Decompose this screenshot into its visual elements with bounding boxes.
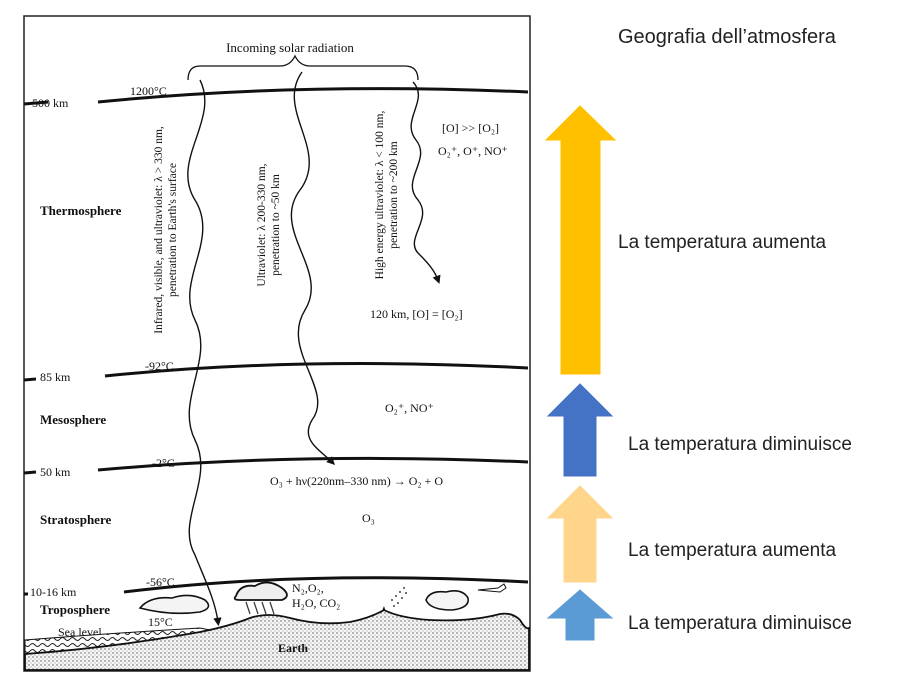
incoming-label: Incoming solar radiation	[226, 40, 354, 55]
caption-thermosphere: La temperatura aumenta	[618, 232, 827, 253]
tropo-gas-label-1: N₂,O₂,	[292, 581, 324, 595]
uv-label-1: Ultraviolet: λ 200-330 nm,	[256, 163, 268, 286]
airplane-icon	[477, 583, 507, 593]
arrow-up-mesosphere	[546, 383, 614, 477]
heuv-label-2: penetration to ~200 km	[388, 141, 400, 249]
heuv-label-1: High energy ultraviolet: λ < 100 nm,	[374, 111, 386, 280]
uv-radiation-path	[290, 71, 335, 465]
o-equal-label: 120 km, [O] = [O₂]	[370, 307, 463, 321]
meso-ions-label: O₂⁺, NO⁺	[385, 401, 434, 415]
layer-mesosphere: Mesosphere	[40, 412, 106, 427]
ir-radiation-path	[187, 79, 222, 627]
volcano-plume-icon	[391, 587, 407, 607]
temperature-arrows	[544, 105, 617, 641]
temp-minus2: -2°C	[152, 456, 175, 470]
page-title: Geografia dell’atmosfera	[618, 26, 836, 48]
ir-label-2: penetration to Earth's surface	[167, 163, 179, 297]
earth-label: Earth	[278, 641, 308, 655]
arrow-up-troposphere	[546, 589, 614, 641]
temp-1200: 1200°C	[130, 84, 167, 98]
uv-label-2: penetration to ~50 km	[270, 174, 282, 276]
layer-stratosphere: Stratosphere	[40, 512, 111, 527]
altitude-85km: 85 km	[40, 370, 71, 384]
layer-troposphere: Troposphere	[40, 602, 110, 617]
cloud-icon	[138, 594, 210, 615]
altitude-10-16km: 10-16 km	[30, 585, 77, 599]
cloud-icon-2	[425, 590, 469, 611]
earth-surface	[24, 608, 530, 671]
boundary-50km	[97, 456, 529, 472]
temp-minus56: -56°C	[146, 575, 175, 589]
ozone-label: O₃	[362, 511, 375, 525]
rain-cloud-icon	[233, 581, 288, 601]
temp-15: 15°C	[148, 615, 173, 629]
ozone-reaction-label: O₃ + hν(220nm–330 nm) → O₂ + O	[270, 474, 443, 488]
arrow-up-stratosphere	[546, 485, 614, 583]
atmosphere-diagram: Incoming solar radiation 500 km 85 km 50…	[23, 15, 531, 672]
caption-stratosphere: La temperatura aumenta	[628, 540, 837, 561]
diagram-frame	[23, 15, 531, 672]
altitude-50km: 50 km	[40, 465, 71, 479]
boundary-500km	[97, 87, 529, 104]
layer-thermosphere: Thermosphere	[40, 203, 122, 218]
incoming-bracket	[187, 54, 419, 81]
rain-icon	[245, 601, 275, 615]
high-uv-radiation-path	[410, 81, 441, 284]
tropo-gas-label-2: H₂O, CO₂	[292, 596, 340, 610]
temp-minus92: -92°C	[145, 359, 174, 373]
ir-label-1: Infrared, visible, and ultraviolet: λ > …	[153, 126, 165, 334]
o-ratio-label: [O] >> [O₂]	[442, 121, 499, 135]
boundary-85km	[104, 362, 529, 378]
altitude-500km: 500 km	[32, 96, 69, 110]
caption-mesosphere: La temperatura diminuisce	[628, 434, 852, 455]
caption-troposphere: La temperatura diminuisce	[628, 613, 852, 634]
boundary-tropopause	[123, 576, 529, 594]
thermo-ions-label: O₂⁺, O⁺, NO⁺	[438, 144, 508, 158]
arrow-up-thermosphere	[544, 105, 617, 375]
